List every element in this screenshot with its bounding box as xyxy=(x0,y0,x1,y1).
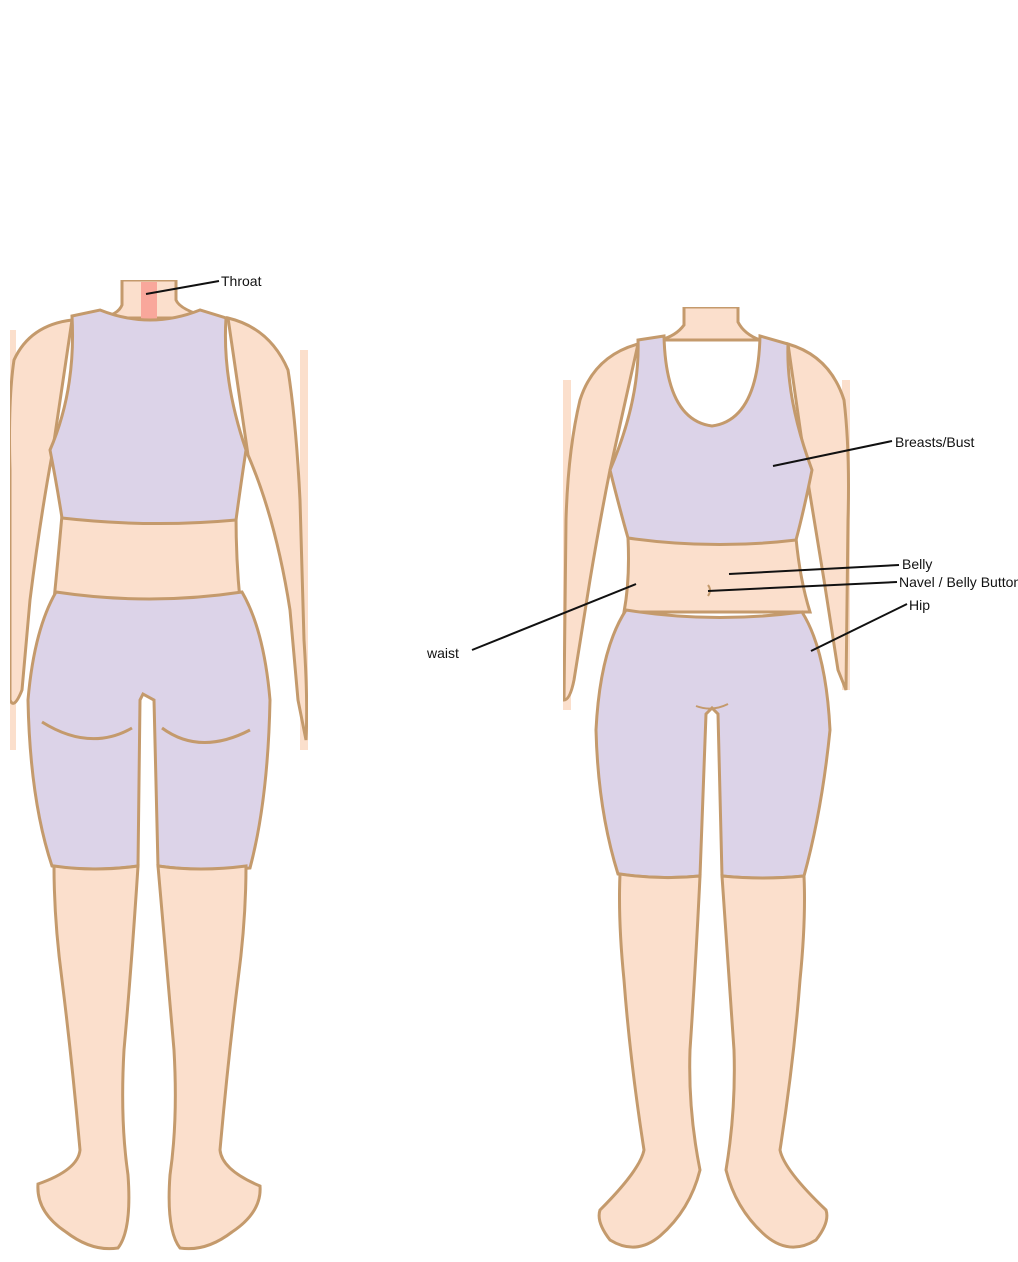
back-midriff xyxy=(52,513,242,602)
back-view-figure xyxy=(10,280,308,1251)
throat-label: Throat xyxy=(221,273,262,289)
belly-label: Belly xyxy=(902,556,933,572)
navel-leader-line xyxy=(707,581,898,592)
back-right-arm xyxy=(226,316,308,741)
front-midriff xyxy=(622,536,813,614)
back-shorts xyxy=(26,590,272,872)
hip-label: Hip xyxy=(909,597,931,613)
front-neck xyxy=(659,307,761,342)
back-right-leg xyxy=(156,864,262,1251)
breasts-label: Breasts/Bust xyxy=(895,434,975,450)
front-view-figure xyxy=(563,307,850,1249)
hip-leader-line xyxy=(810,603,908,652)
waist-leader-line xyxy=(471,583,637,651)
front-right-leg xyxy=(720,874,829,1249)
front-left-arm xyxy=(563,341,641,702)
back-top-garment xyxy=(48,308,248,526)
front-right-arm xyxy=(786,341,850,691)
front-shorts xyxy=(594,608,832,880)
back-left-leg xyxy=(36,864,140,1251)
breasts-leader-line xyxy=(772,440,893,467)
navel-label: Navel / Belly Button xyxy=(899,574,1018,590)
throat-leader-line xyxy=(145,280,220,295)
front-left-leg xyxy=(597,872,702,1249)
front-top-garment xyxy=(608,334,814,547)
waist-label: waist xyxy=(427,645,459,661)
belly-leader-line xyxy=(728,564,900,575)
leader-lines xyxy=(145,280,908,652)
throat-highlight xyxy=(141,282,157,324)
back-left-arm xyxy=(10,318,74,705)
